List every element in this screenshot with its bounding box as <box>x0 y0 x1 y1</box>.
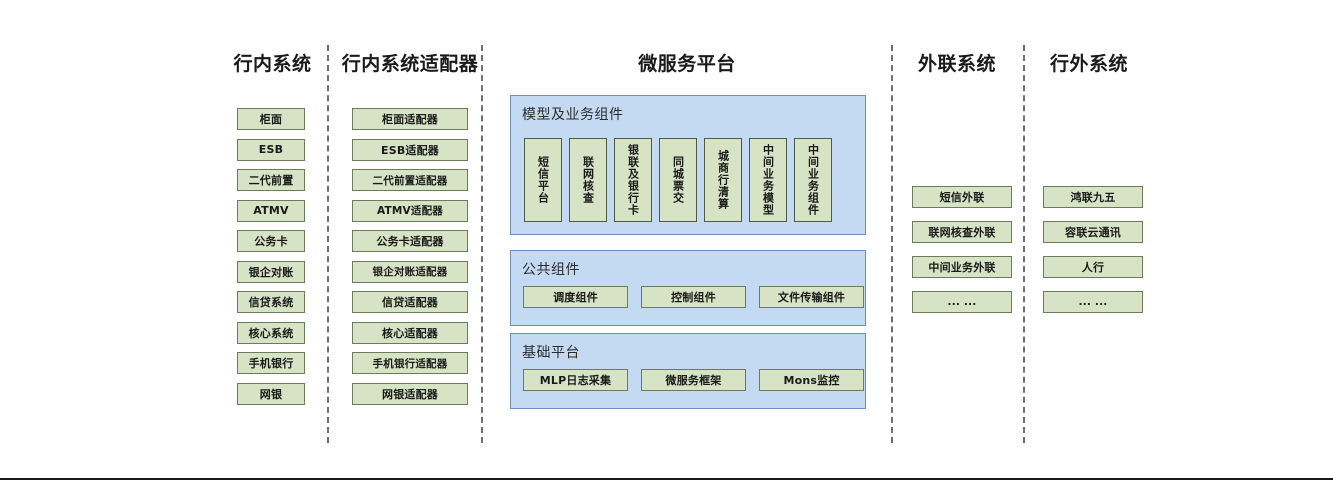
column-divider-1 <box>327 45 329 443</box>
system-box-in-bank-systems-7[interactable]: 信贷系统 <box>237 291 305 313</box>
panel-title-base-platform: 基础平台 <box>522 345 580 361</box>
column-divider-2 <box>481 45 483 443</box>
system-box-in-bank-systems-10[interactable]: 网银 <box>237 382 305 405</box>
component-box-base-platform-2[interactable]: 微服务框架 <box>641 369 746 391</box>
system-box-in-bank-adapters-3[interactable]: 二代前置适配器 <box>352 169 468 191</box>
column-header-5: 行外系统 <box>1049 53 1128 75</box>
panel-title-public-components: 公共组件 <box>522 262 580 278</box>
panel-title-model-business: 模型及业务组件 <box>522 107 624 123</box>
system-box-off-bank-systems-2[interactable]: 容联云通讯 <box>1043 221 1143 243</box>
system-box-in-bank-adapters-5[interactable]: 公务卡适配器 <box>352 230 468 252</box>
column-header-1: 行内系统 <box>233 53 312 75</box>
component-box-public-components-2[interactable]: 控制组件 <box>641 286 746 308</box>
system-box-off-bank-systems-4[interactable]: ... ... <box>1043 291 1143 313</box>
column-header-2: 行内系统适配器 <box>341 53 479 75</box>
component-box-public-components-3[interactable]: 文件传输组件 <box>759 286 864 308</box>
component-box-model-business-3[interactable]: 银联及银行卡 <box>614 138 652 222</box>
system-box-in-bank-adapters-8[interactable]: 核心适配器 <box>352 321 468 344</box>
system-box-in-bank-systems-6[interactable]: 银企对账 <box>237 260 305 283</box>
component-box-label: 中间业务组件 <box>806 144 820 216</box>
system-box-in-bank-systems-5[interactable]: 公务卡 <box>237 230 305 252</box>
component-box-model-business-2[interactable]: 联网核查 <box>569 138 607 222</box>
column-divider-3 <box>891 45 893 443</box>
system-box-external-link-systems-2[interactable]: 联网核查外联 <box>912 221 1012 243</box>
column-header-3: 微服务平台 <box>638 53 736 75</box>
system-box-off-bank-systems-3[interactable]: 人行 <box>1043 256 1143 278</box>
component-box-model-business-6[interactable]: 中间业务模型 <box>749 138 787 222</box>
system-box-in-bank-adapters-10[interactable]: 网银适配器 <box>352 382 468 405</box>
system-box-in-bank-adapters-6[interactable]: 银企对账适配器 <box>352 260 468 283</box>
component-box-label: 中间业务模型 <box>761 144 775 216</box>
component-box-public-components-1[interactable]: 调度组件 <box>523 286 628 308</box>
component-box-label: 银联及银行卡 <box>626 144 640 216</box>
system-box-in-bank-adapters-1[interactable]: 柜面适配器 <box>352 108 468 130</box>
system-box-in-bank-systems-1[interactable]: 柜面 <box>237 108 305 130</box>
system-box-in-bank-adapters-4[interactable]: ATMV适配器 <box>352 199 468 222</box>
system-box-in-bank-adapters-9[interactable]: 手机银行适配器 <box>352 352 468 374</box>
system-box-in-bank-adapters-2[interactable]: ESB适配器 <box>352 138 468 161</box>
system-box-external-link-systems-4[interactable]: ... ... <box>912 291 1012 313</box>
component-box-base-platform-3[interactable]: Mons监控 <box>759 369 864 391</box>
component-box-label: 城商行清算 <box>716 150 730 210</box>
column-header-4: 外联系统 <box>917 53 996 75</box>
component-box-model-business-5[interactable]: 城商行清算 <box>704 138 742 222</box>
component-box-label: 同城票交 <box>671 156 685 204</box>
column-divider-4 <box>1023 45 1025 443</box>
system-box-in-bank-systems-2[interactable]: ESB <box>237 138 305 161</box>
system-box-off-bank-systems-1[interactable]: 鸿联九五 <box>1043 186 1143 208</box>
component-box-label: 短信平台 <box>536 156 550 204</box>
system-box-in-bank-systems-8[interactable]: 核心系统 <box>237 321 305 344</box>
system-box-in-bank-systems-9[interactable]: 手机银行 <box>237 352 305 374</box>
system-box-external-link-systems-1[interactable]: 短信外联 <box>912 186 1012 208</box>
component-box-model-business-1[interactable]: 短信平台 <box>524 138 562 222</box>
system-box-in-bank-systems-3[interactable]: 二代前置 <box>237 169 305 191</box>
system-box-in-bank-adapters-7[interactable]: 信贷适配器 <box>352 291 468 313</box>
bottom-separator <box>0 478 1333 480</box>
component-box-label: 联网核查 <box>581 156 595 204</box>
component-box-model-business-4[interactable]: 同城票交 <box>659 138 697 222</box>
system-box-external-link-systems-3[interactable]: 中间业务外联 <box>912 256 1012 278</box>
system-box-in-bank-systems-4[interactable]: ATMV <box>237 199 305 222</box>
component-box-base-platform-1[interactable]: MLP日志采集 <box>523 369 628 391</box>
component-box-model-business-7[interactable]: 中间业务组件 <box>794 138 832 222</box>
